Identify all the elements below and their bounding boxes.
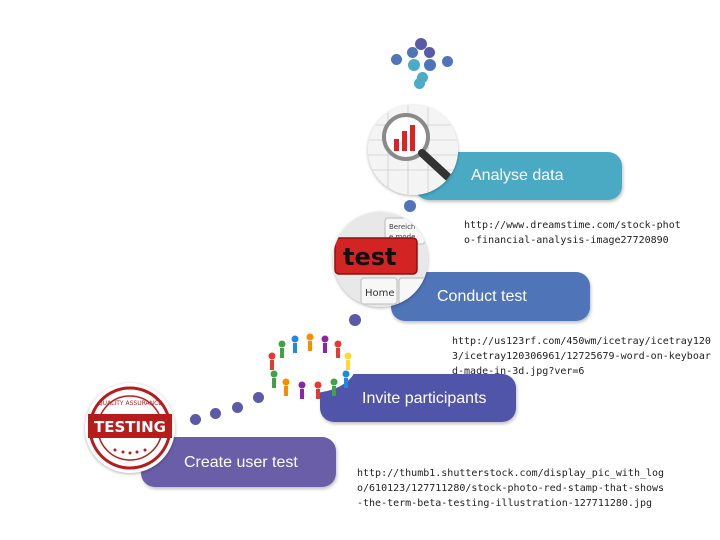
stamp-ring-text: QUALITY ASSURANCE bbox=[98, 400, 162, 407]
step-invite-label: Invite participants bbox=[362, 390, 487, 407]
keyboard-test-key-icon: Bereich e.mode test Home bbox=[333, 212, 428, 307]
dot bbox=[442, 56, 453, 67]
connector-dot bbox=[190, 414, 201, 425]
connector-dot bbox=[210, 408, 221, 419]
step-conduct-test: Conduct test bbox=[391, 272, 590, 321]
dot bbox=[391, 54, 402, 65]
connector-dot bbox=[232, 402, 243, 413]
connector-dot bbox=[349, 314, 361, 326]
connector-dot bbox=[253, 392, 264, 403]
dot-cluster-top bbox=[380, 30, 470, 100]
stamp-text: TESTING bbox=[94, 418, 166, 436]
keyboard-home-key-text: Home bbox=[365, 288, 395, 299]
connector-dot bbox=[404, 200, 416, 212]
magnifier-chart-icon bbox=[368, 105, 458, 195]
step-conduct-label: Conduct test bbox=[437, 288, 527, 305]
dot bbox=[415, 38, 427, 50]
dot bbox=[414, 78, 425, 89]
testing-stamp-icon: TESTING QUALITY ASSURANCE bbox=[85, 383, 175, 473]
source-url-conduct[interactable]: http://us123rf.com/450wm/icetray/icetray… bbox=[452, 336, 711, 377]
dot bbox=[408, 59, 420, 71]
dot bbox=[407, 47, 418, 58]
step-create-label: Create user test bbox=[184, 454, 298, 471]
step-invite-participants: Invite participants bbox=[320, 374, 516, 422]
step-analyse-label: Analyse data bbox=[471, 167, 564, 184]
dot bbox=[424, 59, 436, 71]
keyboard-small-text-1: Bereich bbox=[389, 223, 415, 231]
source-url-create[interactable]: http://thumb1.shutterstock.com/display_p… bbox=[357, 468, 665, 509]
source-url-analyse[interactable]: http://www.dreamstime.com/stock-photo-fi… bbox=[464, 220, 681, 246]
dot bbox=[417, 72, 428, 83]
keyboard-small-text-2: e.mode bbox=[389, 233, 415, 241]
dot bbox=[424, 47, 435, 58]
step-create-user-test: Create user test bbox=[141, 437, 336, 487]
people-ring-icon bbox=[260, 330, 360, 400]
keyboard-test-key-text: test bbox=[343, 243, 397, 271]
